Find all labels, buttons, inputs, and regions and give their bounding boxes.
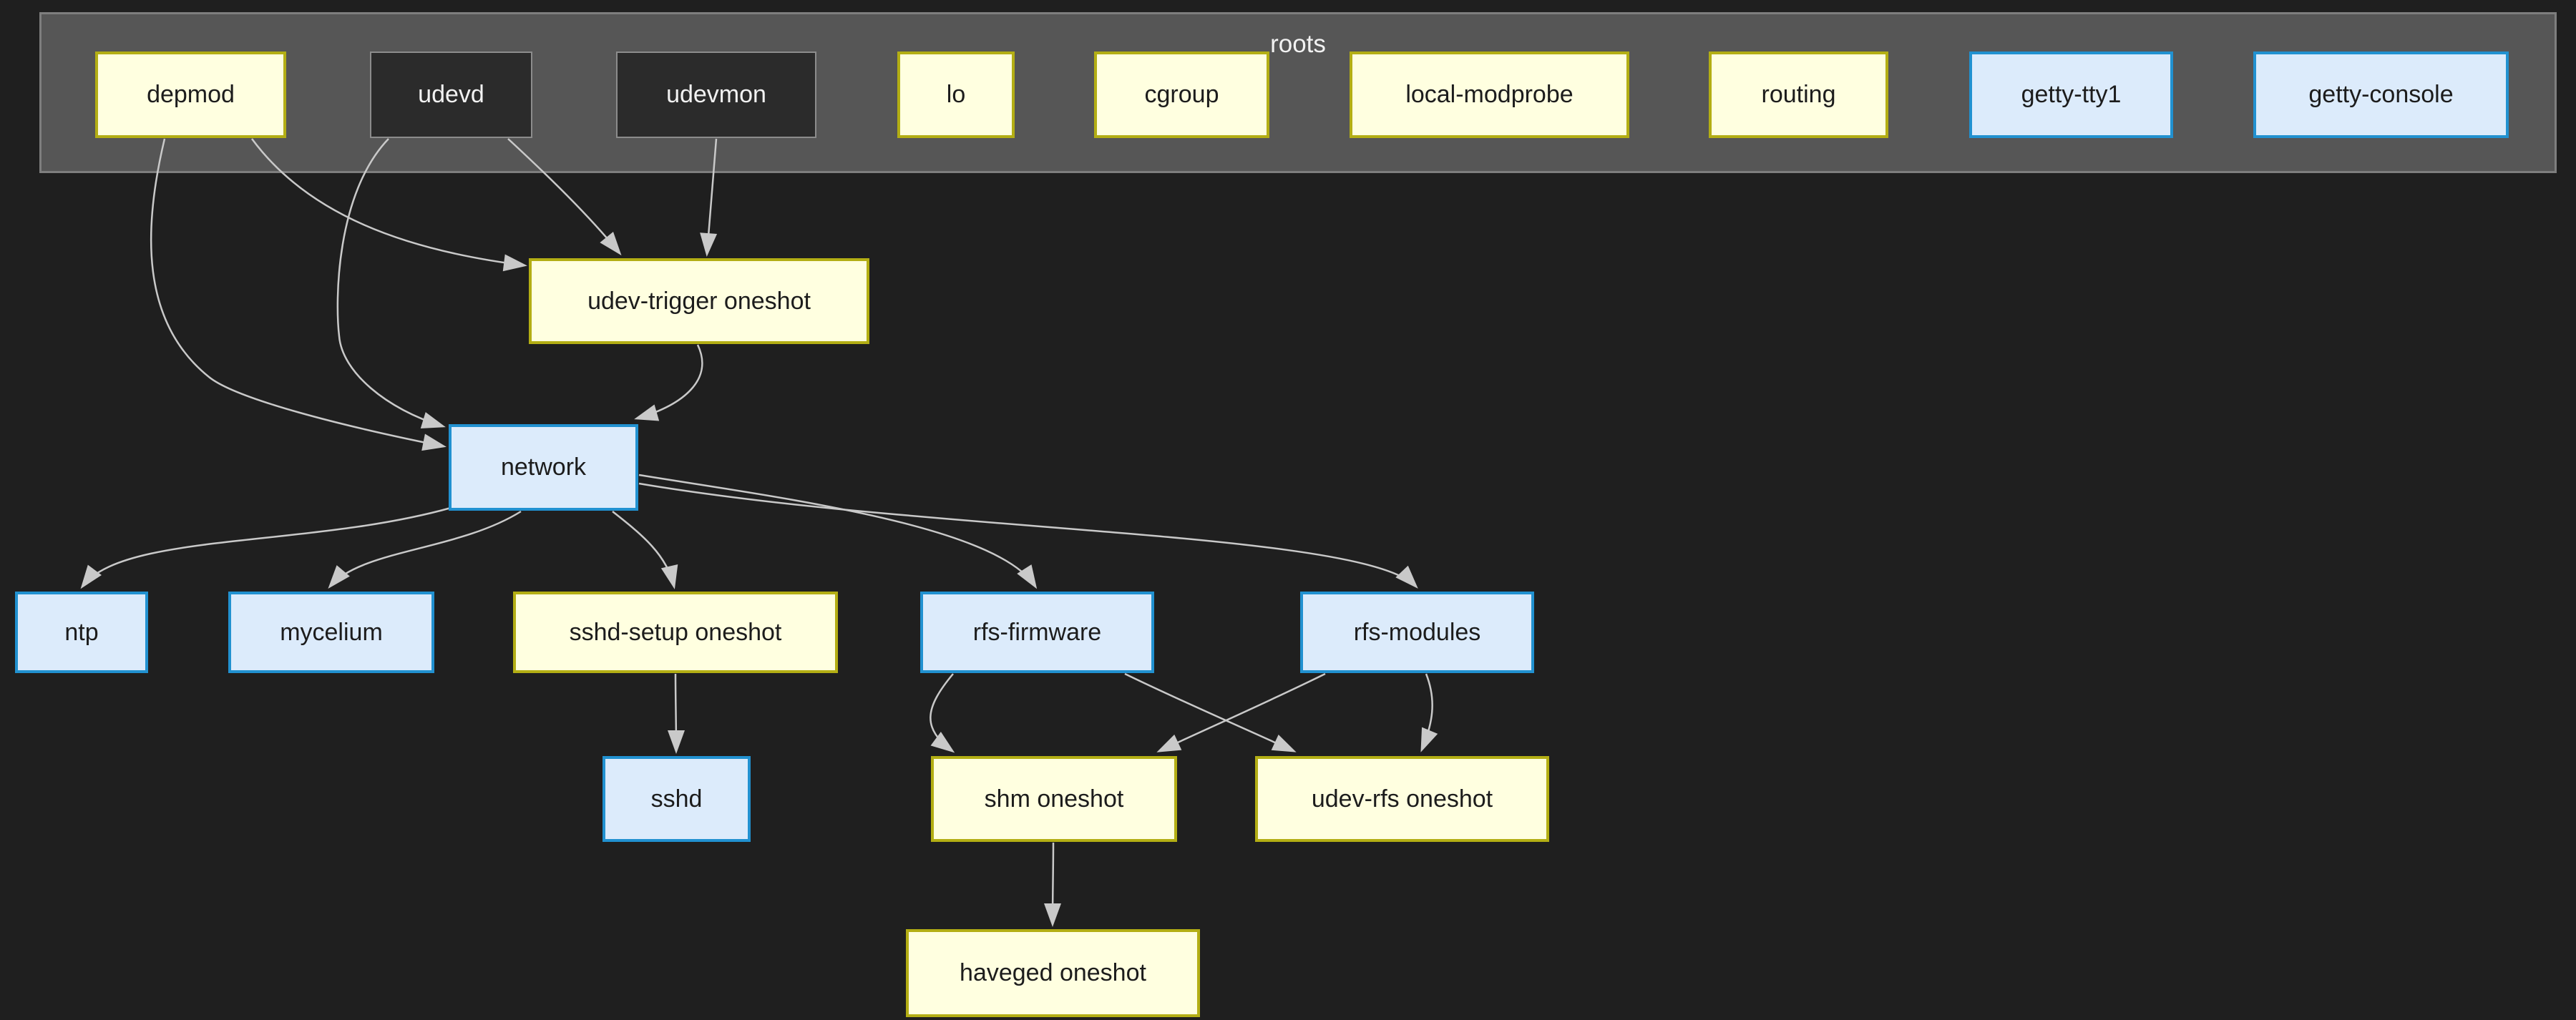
node-label-depmod: depmod xyxy=(147,81,235,108)
node-label-udev_rfs: udev-rfs oneshot xyxy=(1311,785,1493,813)
edge-udevd-udev_trigger xyxy=(507,138,622,256)
node-routing: routing xyxy=(1709,52,1888,138)
node-label-rfs_modules: rfs-modules xyxy=(1353,618,1481,646)
node-sshd: sshd xyxy=(602,756,751,842)
edge-network-sshd_setup xyxy=(612,511,678,589)
roots-cluster-label: roots xyxy=(1270,30,1326,58)
node-label-sshd: sshd xyxy=(650,785,703,813)
edge-network-rfs_firmware xyxy=(638,474,1038,589)
edge-rfs_modules-shm xyxy=(1156,672,1326,752)
edge-depmod-udev_trigger xyxy=(250,138,527,272)
node-rfs_firmware: rfs-firmware xyxy=(920,592,1154,673)
node-cgroup: cgroup xyxy=(1094,52,1269,138)
node-udevmon: udevmon xyxy=(616,52,816,138)
node-udev_trigger: udev-trigger oneshot xyxy=(529,258,869,344)
edge-rfs_firmware-udev_rfs xyxy=(1124,672,1297,752)
node-label-mycelium: mycelium xyxy=(280,618,383,646)
node-label-shm: shm oneshot xyxy=(984,785,1124,813)
node-label-sshd_setup: sshd-setup oneshot xyxy=(569,618,782,646)
edge-network-mycelium xyxy=(328,510,522,589)
node-haveged: haveged oneshot xyxy=(906,929,1200,1017)
node-network: network xyxy=(449,424,638,511)
node-depmod: depmod xyxy=(95,52,286,138)
node-label-routing: routing xyxy=(1761,81,1836,108)
node-sshd_setup: sshd-setup oneshot xyxy=(513,592,838,673)
edge-rfs_modules-udev_rfs xyxy=(1420,673,1438,752)
node-lo: lo xyxy=(897,52,1015,138)
node-label-getty_console: getty-console xyxy=(2308,81,2454,108)
node-label-local_modprobe: local-modprobe xyxy=(1405,81,1574,108)
edge-depmod-network xyxy=(150,138,447,451)
node-label-ntp: ntp xyxy=(64,618,99,646)
node-label-udevd: udevd xyxy=(418,81,484,108)
node-getty_console: getty-console xyxy=(2253,52,2509,138)
edge-network-ntp xyxy=(80,506,452,589)
node-shm: shm oneshot xyxy=(931,756,1177,842)
node-label-udev_trigger: udev-trigger oneshot xyxy=(587,287,811,315)
node-udevd: udevd xyxy=(370,52,532,138)
node-label-haveged: haveged oneshot xyxy=(960,959,1146,986)
node-label-cgroup: cgroup xyxy=(1144,81,1219,108)
edge-udevd-network xyxy=(336,138,446,429)
node-ntp: ntp xyxy=(15,592,148,673)
node-getty_tty1: getty-tty1 xyxy=(1969,52,2173,138)
edge-network-rfs_modules xyxy=(638,482,1418,589)
node-label-network: network xyxy=(500,453,587,481)
node-mycelium: mycelium xyxy=(228,592,434,673)
node-label-rfs_firmware: rfs-firmware xyxy=(972,618,1102,646)
edge-udev_trigger-network xyxy=(634,344,703,421)
edge-sshd_setup-sshd xyxy=(667,673,685,754)
node-label-udevmon: udevmon xyxy=(666,81,766,108)
node-local_modprobe: local-modprobe xyxy=(1350,52,1629,138)
edge-udevmon-udev_trigger xyxy=(700,138,718,257)
node-udev_rfs: udev-rfs oneshot xyxy=(1255,756,1549,842)
node-rfs_modules: rfs-modules xyxy=(1300,592,1534,673)
node-label-lo: lo xyxy=(946,81,966,108)
node-label-getty_tty1: getty-tty1 xyxy=(2021,81,2122,108)
edge-rfs_firmware-shm xyxy=(930,673,955,753)
